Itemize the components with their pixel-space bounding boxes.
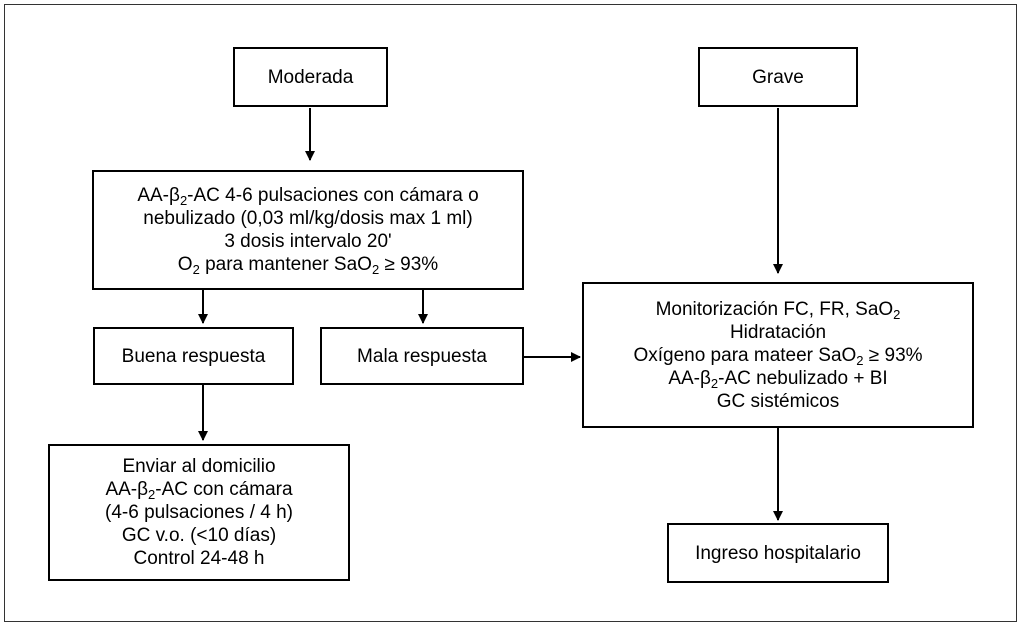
node-manejo-line-5: GC sistémicos <box>716 390 840 412</box>
node-tratamiento-inicial: AA-β2-AC 4-6 pulsaciones con cámara o ne… <box>92 170 524 290</box>
node-buena-line: Buena respuesta <box>121 345 266 367</box>
node-mala-line: Mala respuesta <box>357 345 487 367</box>
node-moderada: Moderada <box>233 47 388 107</box>
diagram-frame <box>4 4 1017 622</box>
node-buena-respuesta: Buena respuesta <box>93 327 294 385</box>
node-manejo-line-4: AA-β2-AC nebulizado + BI <box>668 367 888 391</box>
node-domicilio-line-5: Control 24-48 h <box>133 548 265 569</box>
node-moderada-line: Moderada <box>267 66 354 88</box>
node-domicilio-line-3: (4-6 pulsaciones / 4 h) <box>105 502 293 523</box>
node-tratamiento-line-4: O2 para mantener SaO2 ≥ 93% <box>177 254 439 277</box>
node-tratamiento-line-1: AA-β2-AC 4-6 pulsaciones con cámara o <box>137 185 479 208</box>
node-mala-respuesta: Mala respuesta <box>320 327 524 385</box>
node-manejo-line-2: Hidratación <box>729 321 827 343</box>
node-tratamiento-line-3: 3 dosis intervalo 20' <box>224 231 392 252</box>
node-domicilio-line-1: Enviar al domicilio <box>122 456 276 477</box>
node-grave: Grave <box>698 47 858 107</box>
node-tratamiento-line-2: nebulizado (0,03 ml/kg/dosis max 1 ml) <box>143 208 473 229</box>
node-domicilio: Enviar al domicilio AA-β2-AC con cámara … <box>48 444 350 581</box>
node-domicilio-line-4: GC v.o. (<10 días) <box>121 525 277 546</box>
node-ingreso-line: Ingreso hospitalario <box>695 542 861 564</box>
node-manejo-grave: Monitorización FC, FR, SaO2 Hidratación … <box>582 282 974 428</box>
node-grave-line: Grave <box>752 66 804 88</box>
node-manejo-line-1: Monitorización FC, FR, SaO2 <box>655 298 901 322</box>
node-ingreso: Ingreso hospitalario <box>667 523 889 583</box>
node-domicilio-line-2: AA-β2-AC con cámara <box>105 479 293 502</box>
node-manejo-line-3: Oxígeno para mateer SaO2 ≥ 93% <box>633 344 923 368</box>
